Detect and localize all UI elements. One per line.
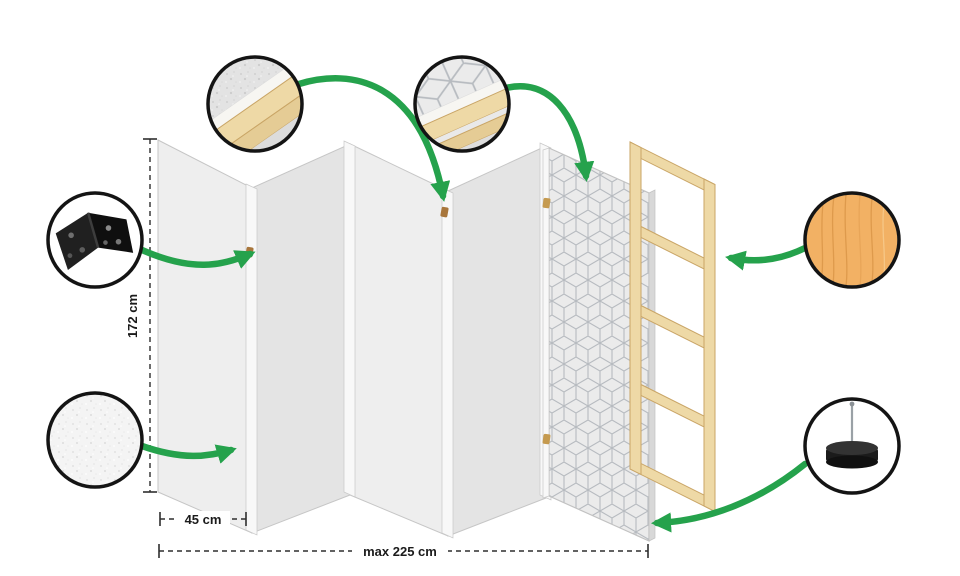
callout-fabric-texture-ring <box>46 391 144 489</box>
arrow-frame-corner-to-panel <box>295 75 451 202</box>
pine-wood-detail-icon <box>806 194 898 286</box>
panel-4 <box>447 145 547 537</box>
frame-left-rail <box>629 141 642 476</box>
frame-top-bar <box>629 141 716 197</box>
frame-right-rail <box>703 178 716 513</box>
fabric-texture-detail-icon <box>49 394 141 486</box>
dimension-annotations: 172 cm 45 cm max 225 cm <box>125 138 649 559</box>
arrow-foot-to-base <box>650 460 809 533</box>
pattern-panel-right-edge <box>648 189 656 542</box>
panel-1 <box>157 139 253 534</box>
hinge-mark-4 <box>542 433 551 445</box>
total-width-label: max 225 cm <box>363 544 437 559</box>
callout-fabric-texture <box>46 391 144 489</box>
arrow-wood-to-frame <box>725 244 809 271</box>
fold-edge-1 <box>245 183 258 536</box>
panel-width-label: 45 cm <box>185 512 222 527</box>
arrow-hinge-to-fold <box>138 246 256 269</box>
wooden-frame <box>629 141 716 513</box>
callout-frame-corner-ring <box>206 55 304 153</box>
callout-pattern-fabric <box>413 55 511 153</box>
callout-arrows <box>138 75 809 533</box>
hinge-detail-icon <box>55 212 134 271</box>
arrow-pattern-detail-to-panel <box>502 83 595 182</box>
panel-2 <box>251 143 351 534</box>
callout-pattern-fabric-ring <box>413 55 511 153</box>
folding-panels <box>157 139 552 539</box>
height-label: 172 cm <box>125 294 140 338</box>
pattern-fabric-corner-detail-icon <box>416 58 508 150</box>
anti-slip-foot-detail-icon <box>826 401 878 469</box>
printed-pattern-panel <box>542 147 656 542</box>
fold-edge-2 <box>343 140 356 498</box>
hinge-mark-3 <box>542 197 551 209</box>
total-width-label-bg <box>352 543 448 559</box>
callout-hinge <box>46 191 144 289</box>
hinge-mark-2 <box>440 206 449 218</box>
callout-pine-wood <box>803 191 901 289</box>
panel-3 <box>349 143 449 537</box>
callout-pine-wood-ring <box>803 191 901 289</box>
arrow-fabric-to-panel <box>138 442 237 464</box>
callout-hinge-ring <box>46 191 144 289</box>
pattern-panel-left-edge <box>542 147 550 499</box>
panel-width-label-bg <box>176 511 230 527</box>
callout-foot <box>803 397 901 495</box>
callout-foot-ring <box>803 397 901 495</box>
fold-edge-3 <box>441 187 454 539</box>
